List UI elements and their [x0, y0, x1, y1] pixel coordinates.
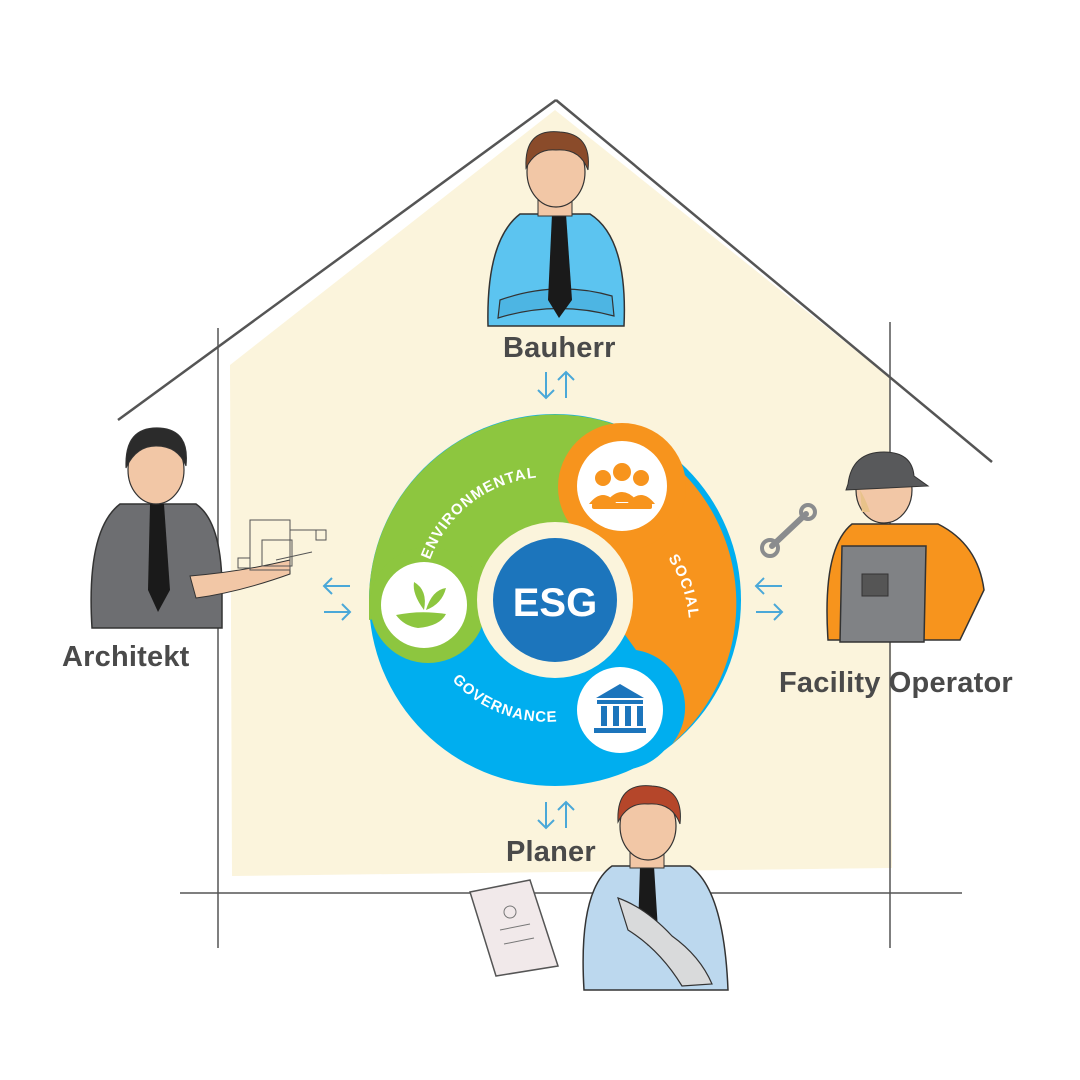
- esg-core: [493, 538, 617, 662]
- role-label-planer: Planer: [506, 836, 596, 868]
- arrows-left: [322, 577, 352, 621]
- people-group-icon: [577, 441, 667, 531]
- bank-building-icon: [577, 667, 663, 753]
- architekt-figure: [90, 427, 291, 629]
- building-model-icon: [237, 519, 327, 571]
- bauherr-figure: [487, 131, 626, 327]
- esg-wheel: ESG: [369, 414, 741, 786]
- arrows-right: [754, 577, 784, 621]
- planer-figure: [582, 785, 729, 991]
- esg-core-label: ESG: [513, 581, 597, 625]
- facility-operator-figure: [826, 451, 985, 643]
- role-label-bauherr: Bauherr: [503, 332, 616, 364]
- arrows-top: [537, 370, 575, 400]
- wrench-icon: [760, 503, 817, 558]
- role-label-facility-operator: Facility Operator: [779, 667, 1013, 699]
- blueprint-icon: [469, 879, 559, 977]
- role-label-architekt: Architekt: [62, 641, 190, 673]
- leaf-hand-icon: [381, 562, 467, 648]
- arrows-bottom: [537, 800, 575, 830]
